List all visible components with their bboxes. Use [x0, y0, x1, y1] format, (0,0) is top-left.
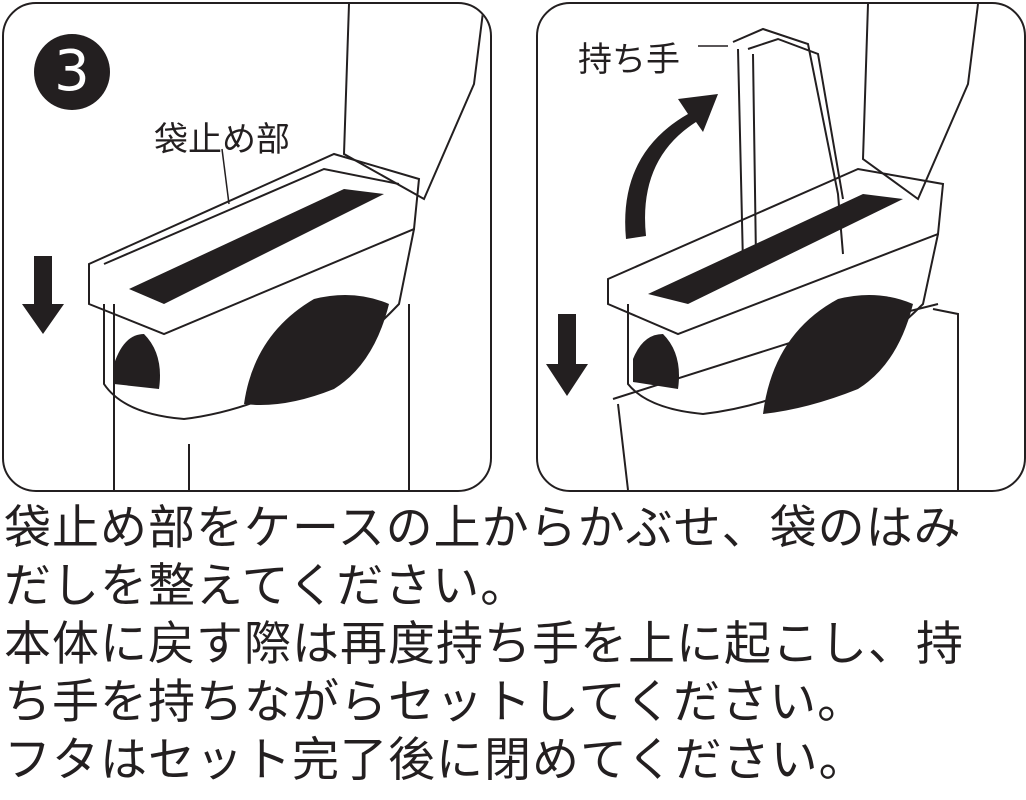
- step-number-badge: 3: [34, 34, 110, 110]
- instruction-line: 袋止め部をケースの上からかぶせ、袋のはみ: [4, 501, 962, 556]
- down-arrow-icon: [546, 314, 588, 396]
- illustration-panel-step-3b: 持ち手: [536, 2, 1026, 492]
- instruction-line: ち手を持ちながらセットしてください。: [4, 675, 866, 730]
- bag-holder-lowering-illustration: [22, 4, 485, 490]
- down-arrow-icon: [22, 256, 64, 334]
- rotate-up-arrow-icon: [625, 94, 718, 239]
- instruction-line: フタはセット完了後に閉めてください。: [4, 733, 867, 788]
- instruction-text: 袋止め部をケースの上からかぶせ、袋のはみ だしを整えてください。 本体に戻す際は…: [4, 500, 1024, 790]
- handle-label: 持ち手: [578, 40, 680, 80]
- instruction-line: 本体に戻す際は再度持ち手を上に起こし、持: [4, 617, 964, 672]
- illustration-panel-step-3a: 3 袋止め部: [2, 2, 492, 492]
- handle-raise-illustration: [546, 4, 979, 490]
- bag-stopper-label: 袋止め部: [154, 120, 290, 160]
- instruction-line: だしを整えてください。: [4, 559, 529, 614]
